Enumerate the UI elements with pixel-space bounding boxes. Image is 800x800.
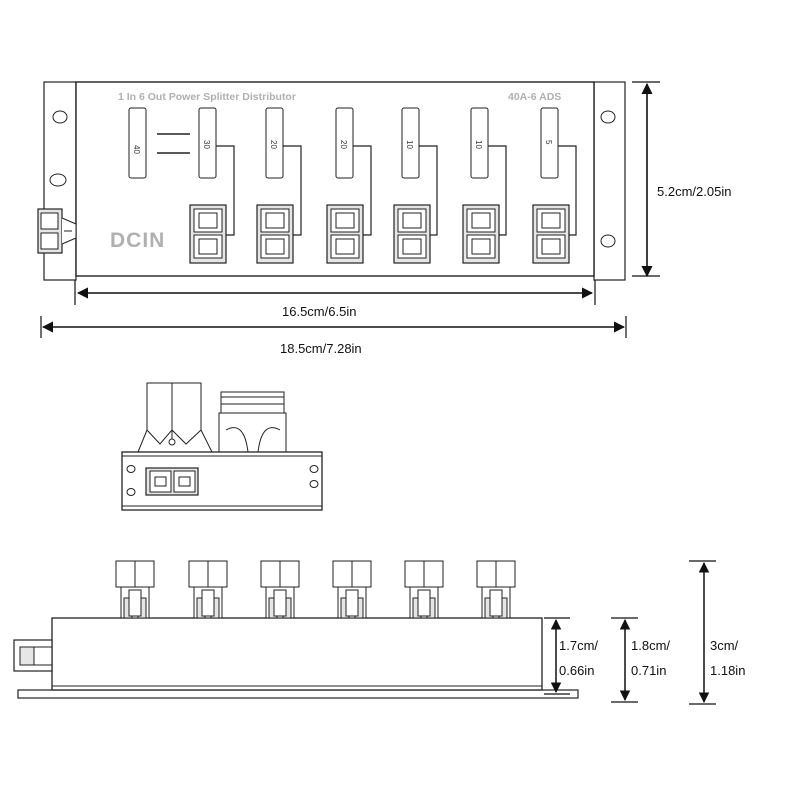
screw-hole [126, 465, 136, 473]
side-output-plug [115, 560, 155, 619]
panel-rating: 40A-6 ADS [508, 91, 561, 103]
fuse-wire [419, 145, 438, 236]
right-mounting-flange [593, 81, 626, 281]
side-output-plug [188, 560, 228, 619]
output-channels: 30 20 20 10 10 5 [189, 107, 577, 264]
side-connector-housing [218, 391, 287, 453]
side-output-plugs [115, 560, 516, 619]
output-channel: 30 [189, 107, 235, 264]
side-dimensions: 1.7cm/ 0.66in 1.8cm/ 0.71in 3cm/ 1.18in [544, 560, 745, 705]
body-height-text-1b: 0.66in [559, 663, 594, 678]
side-base-plate [17, 689, 579, 699]
fuse-wire [216, 145, 235, 236]
side-body [51, 617, 543, 691]
side-view [13, 560, 579, 699]
screw-hole [309, 465, 319, 473]
fuse-wire [353, 145, 372, 236]
body-height-text-2b: 0.71in [631, 663, 666, 678]
output-fuse-value: 20 [269, 140, 278, 149]
height-dimension-text: 5.2cm/2.05in [657, 184, 731, 199]
output-fuse-slot [198, 107, 217, 179]
side-output-plug [404, 560, 444, 619]
output-fuse-value: 10 [405, 140, 414, 149]
output-channel: 20 [326, 107, 372, 264]
side-input-plug [13, 639, 53, 672]
input-fuse-value: 40 [132, 145, 141, 154]
input-connector [37, 208, 77, 254]
top-dimensions: 5.2cm/2.05in 16.5cm/6.5in 18.5cm/7.28in [40, 81, 731, 356]
output-fuse-value: 10 [474, 140, 483, 149]
side-output-plug [260, 560, 300, 619]
input-fuse-slot [128, 107, 147, 179]
side-output-plug [332, 560, 372, 619]
fuse-wire [488, 145, 507, 236]
mounting-hole [600, 234, 616, 248]
end-view [121, 382, 323, 511]
output-channel: 20 [256, 107, 302, 264]
output-fuse-slot [540, 107, 559, 179]
output-channel: 10 [462, 107, 507, 264]
total-height-text-b: 1.18in [710, 663, 745, 678]
mounting-hole [52, 110, 68, 124]
output-fuse-slot [401, 107, 420, 179]
side-plug-pair [137, 382, 213, 453]
mounting-hole [600, 110, 616, 124]
output-fuse-value: 30 [202, 140, 211, 149]
mounting-hole [49, 173, 67, 187]
output-fuse-slot [265, 107, 284, 179]
fuse-wire [283, 145, 302, 236]
fuse-wire [558, 145, 577, 236]
screw-hole [309, 480, 319, 488]
inner-width-dimension-text: 16.5cm/6.5in [282, 304, 356, 319]
output-fuse-value: 20 [339, 140, 348, 149]
top-view: 1 In 6 Out Power Splitter Distributor 40… [37, 81, 626, 281]
total-height-text: 3cm/ [710, 638, 739, 653]
side-output-plug [476, 560, 516, 619]
end-view-input-socket [145, 467, 199, 496]
body-height-text-2: 1.8cm/ [631, 638, 670, 653]
dcin-label: DCIN [110, 229, 165, 252]
panel-title: 1 In 6 Out Power Splitter Distributor [118, 91, 296, 103]
output-fuse-value: 5 [544, 140, 553, 145]
output-channel: 10 [393, 107, 438, 264]
output-fuse-slot [335, 107, 354, 179]
output-channel: 5 [532, 107, 577, 264]
body-height-text-1: 1.7cm/ [559, 638, 598, 653]
output-fuse-slot [470, 107, 489, 179]
screw-hole [126, 488, 136, 496]
total-width-dimension-text: 18.5cm/7.28in [280, 341, 362, 356]
